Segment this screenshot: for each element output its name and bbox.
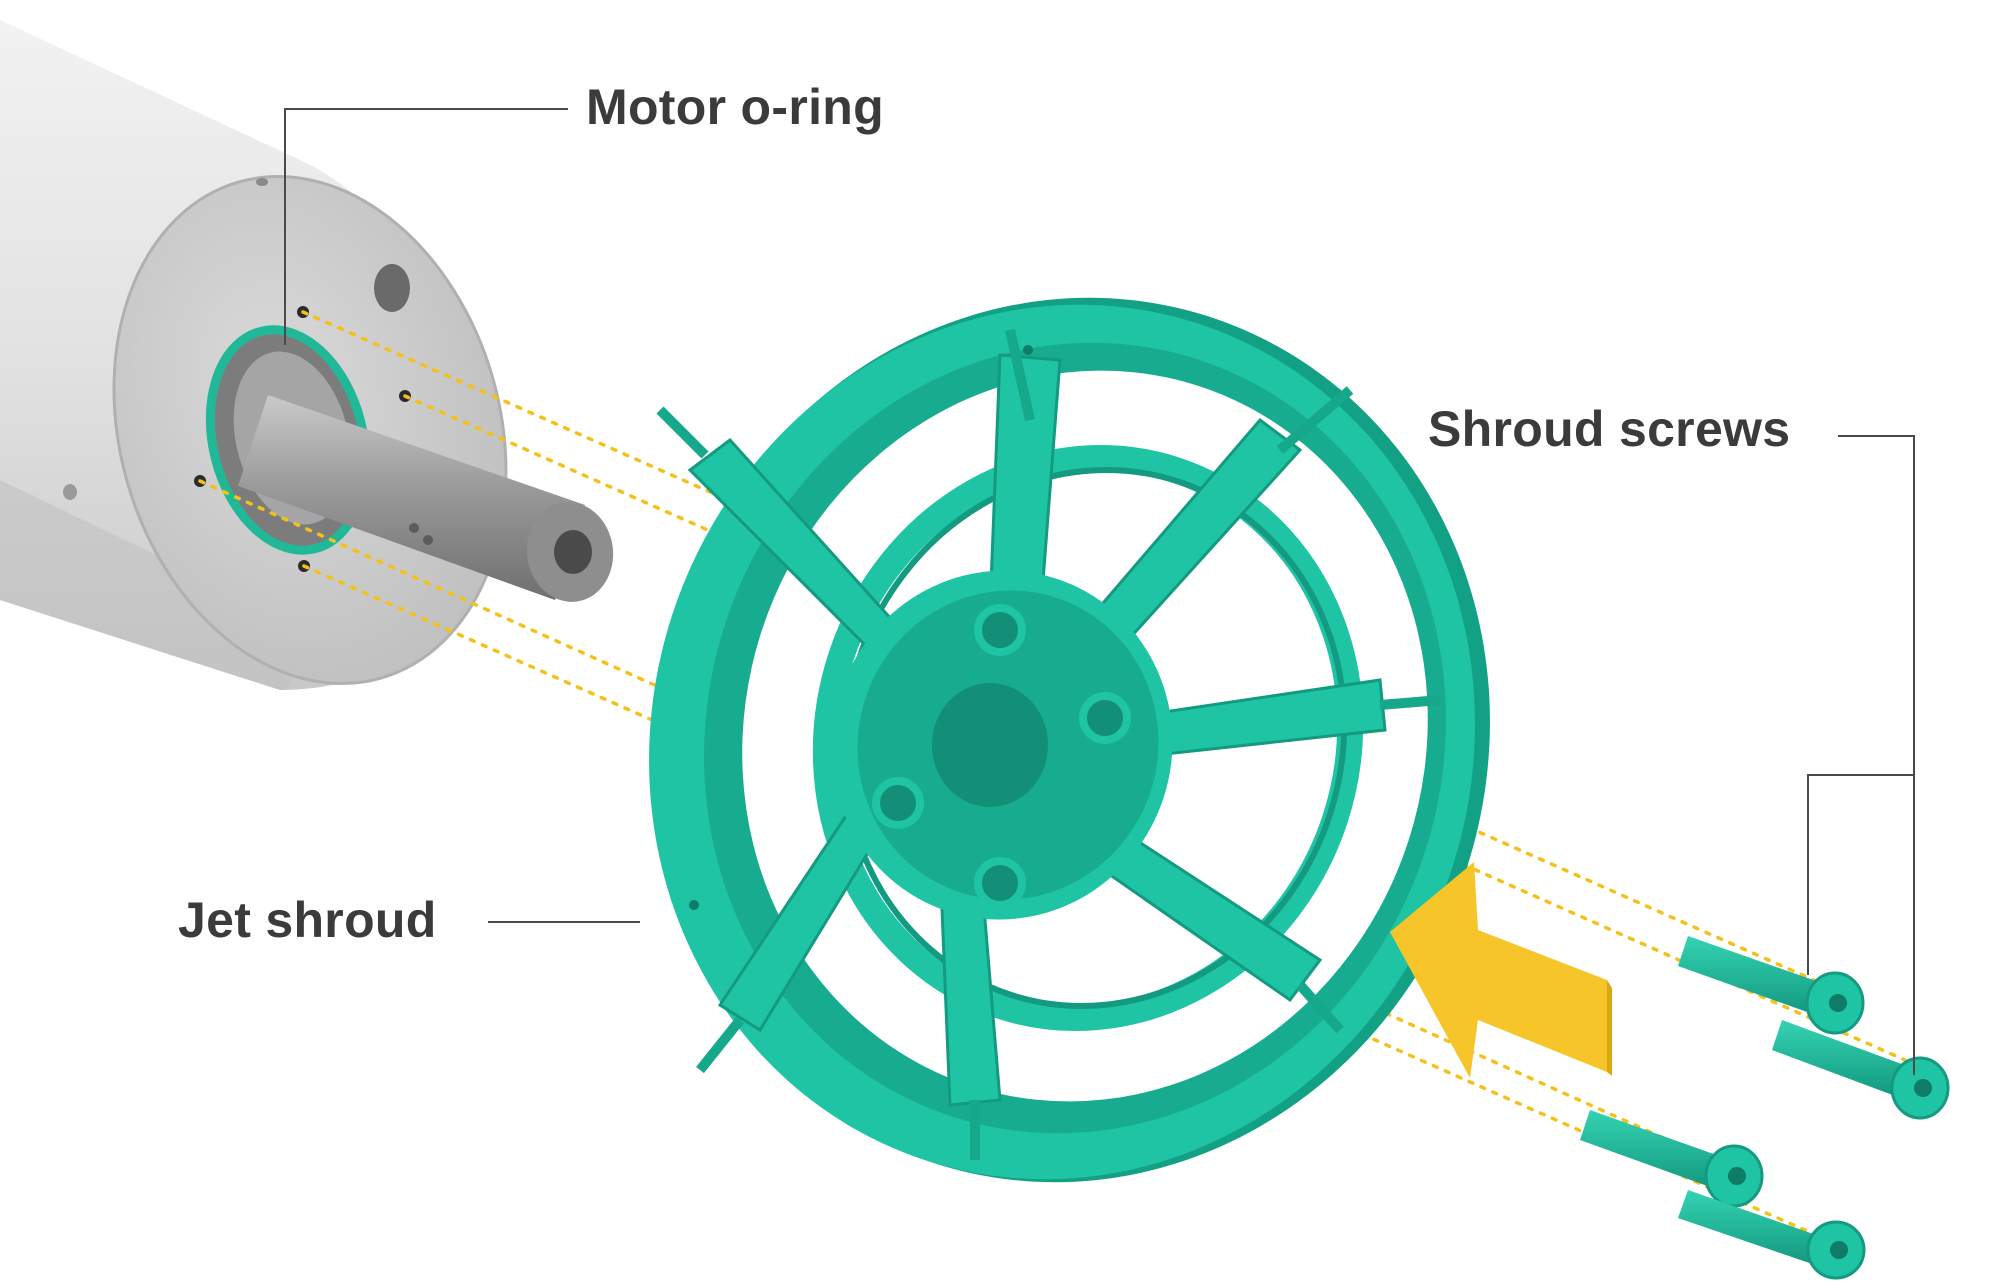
motor-shaft-icon [238,395,614,602]
shroud-screws-leader-line [1838,435,1915,1075]
jet-shroud-label: Jet shroud [178,892,437,948]
shroud-screw-icon [1678,1190,1866,1280]
jet-shroud-icon [649,297,1490,1183]
motor-oring-leader-line [284,108,568,345]
motor-oring-label: Motor o-ring [586,79,884,135]
shroud-screw-icon [1678,936,1865,1035]
shroud-screw-icon [1580,1110,1764,1208]
shroud-screws-leader-line-branch [1807,774,1914,975]
shroud-screw-icon [1772,1020,1950,1120]
shroud-screws-label: Shroud screws [1428,401,1791,457]
assembly-direction-arrow-icon [1390,862,1612,1078]
